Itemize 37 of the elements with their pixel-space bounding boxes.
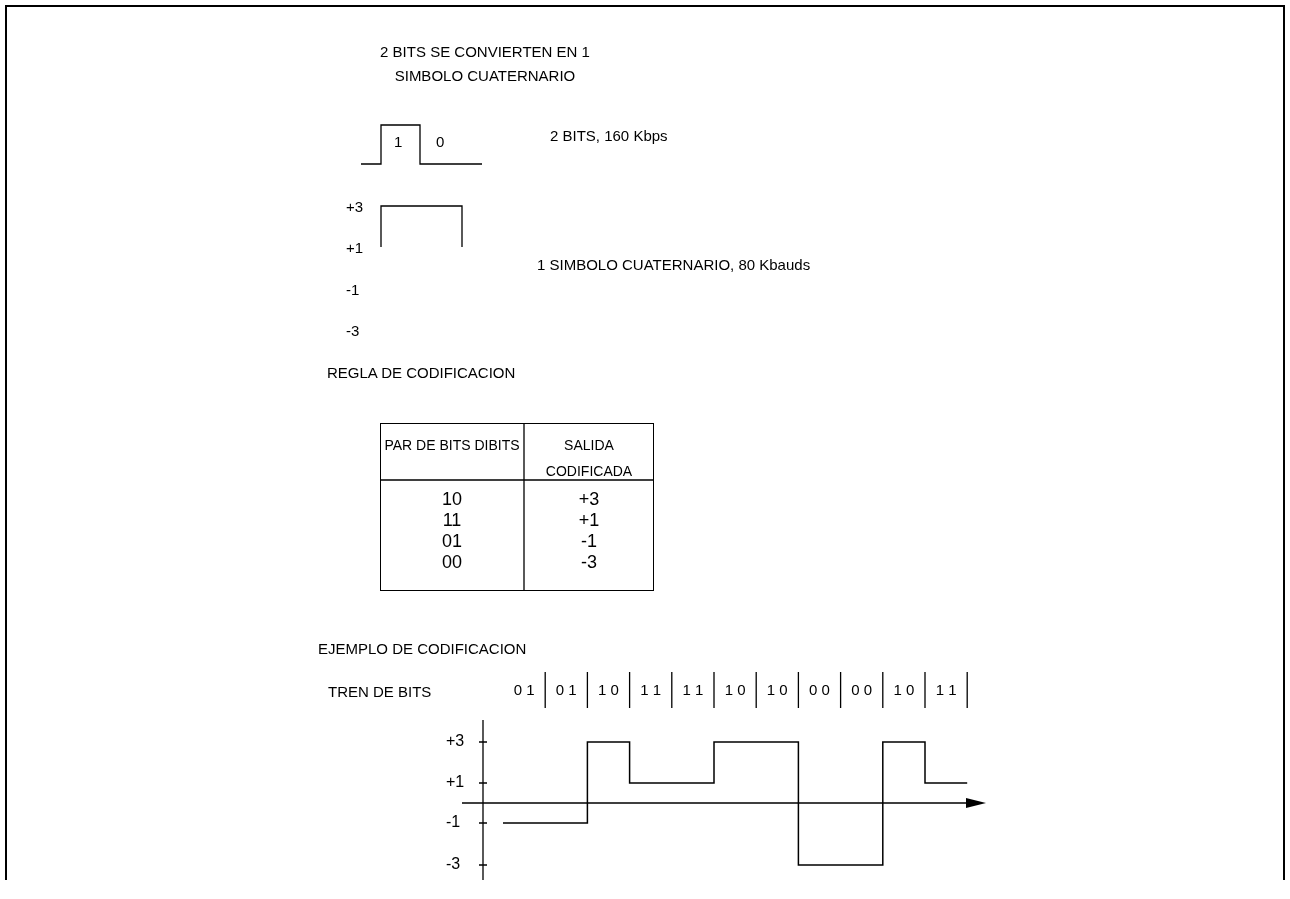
table-cell-text: 00 (441, 553, 463, 571)
bit-pair: 0 1 (554, 681, 578, 699)
table-cell-text: -3 (580, 553, 598, 571)
table-header: PAR DE BITS DIBITS (383, 436, 521, 455)
table-cell-text: 10 (441, 490, 463, 508)
tick-label: -3 (446, 855, 461, 873)
tick-label: +3 (446, 732, 465, 750)
table-cell-text: -1 (580, 532, 598, 550)
bit-pair: 0 1 (512, 681, 536, 699)
bit-pair: 1 0 (892, 681, 916, 699)
table-cell-text: 01 (441, 532, 463, 550)
bit-pair: 1 0 (723, 681, 747, 699)
section-heading: REGLA DE CODIFICACION (327, 364, 516, 382)
bit-pair: 1 0 (597, 681, 620, 699)
table-cell-text: +1 (577, 511, 601, 529)
table-cell-text: 11 (441, 511, 463, 529)
level-label: +1 (346, 239, 364, 257)
level-label: -1 (346, 281, 360, 299)
rate-label: 2 BITS, 160 Kbps (550, 127, 668, 145)
table-cell-text: +3 (577, 490, 601, 508)
rate-label: 1 SIMBOLO CUATERNARIO, 80 Kbauds (537, 256, 811, 274)
bit-value: 1 (394, 133, 403, 151)
tick-label: -1 (446, 813, 461, 831)
bit-pair: 0 0 (808, 681, 831, 699)
row-label: TREN DE BITS (328, 683, 432, 701)
bit-pair: 0 0 (850, 681, 874, 699)
bit-pair: 1 1 (639, 681, 663, 699)
bit-pair: 1 0 (765, 681, 789, 699)
table-header: SALIDA CODIFICADA (544, 436, 634, 481)
heading: 2 BITS SE CONVIERTEN EN 1 SIMBOLO CUATERNARIO (379, 42, 591, 86)
section-heading: EJEMPLO DE CODIFICACION (318, 640, 527, 658)
tick-label: +1 (446, 773, 465, 791)
level-label: +3 (346, 198, 364, 216)
level-label: -3 (346, 322, 360, 340)
bit-pair: 1 1 (934, 681, 958, 699)
bit-pair: 1 1 (681, 681, 705, 699)
bit-value: 0 (436, 133, 445, 151)
